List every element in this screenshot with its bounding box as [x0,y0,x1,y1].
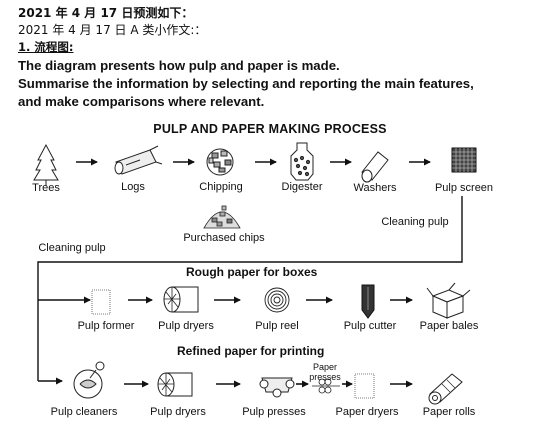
label-paper-bales: Paper bales [419,320,479,332]
pulp-dryer-icon-2 [157,372,193,397]
label-digester: Digester [281,181,323,193]
chipping-icon [206,148,234,176]
forecast-heading: 2021 年 4 月 17 日预测如下： [18,6,194,20]
pulp-cleaner-icon [73,361,105,399]
task-prompt: The diagram presents how pulp and paper … [18,57,474,111]
section-rough-paper: Rough paper for boxes [186,265,318,279]
label-trees: Trees [32,182,60,194]
tree-icon [33,143,59,186]
label-pulp-dryers: Pulp dryers [158,320,214,332]
section-heading: 1. 流程图: [18,40,74,54]
label-cleaning-pulp-right: Cleaning pulp [381,216,449,228]
purchased-chips-icon [203,205,241,229]
pulp-cutter-icon [361,284,375,319]
paper-bales-icon [426,282,471,319]
label-pulp-cleaners: Pulp cleaners [50,406,118,418]
label-pulp-former: Pulp former [77,320,135,332]
label-paper-presses-small: Paper presses [309,362,341,382]
prompt-line-3: and make comparisons where relevant. [18,94,265,109]
pulp-dryer-icon [163,286,199,313]
pulp-screen-icon [451,147,477,173]
paper-rolls-icon [428,373,463,405]
prompt-line-2: Summarise the information by selecting a… [18,76,474,91]
label-cleaning-pulp-left: Cleaning pulp [38,242,106,254]
digester-icon [290,142,314,181]
label-pulp-reel: Pulp reel [255,320,299,332]
label-paper-rolls: Paper rolls [422,406,476,418]
task-heading: 2021 年 4 月 17 日 A 类小作文:： [18,23,207,37]
paper-dryer-icon [354,373,375,399]
label-pulp-cutter: Pulp cutter [343,320,397,332]
label-washers: Washers [353,182,397,194]
label-pulp-screen: Pulp screen [434,182,494,194]
cleaning-connector [37,196,463,385]
diagram-title: PULP AND PAPER MAKING PROCESS [153,122,387,136]
logs-icon [114,145,163,175]
paper-press-icon [312,378,340,394]
pulp-press-icon [259,377,295,398]
label-purchased-chips: Purchased chips [183,232,265,244]
pulp-reel-icon [264,287,290,313]
section-refined-paper: Refined paper for printing [177,344,325,358]
prompt-line-1: The diagram presents how pulp and paper … [18,58,340,73]
washer-icon [361,151,389,183]
label-paper-dryers: Paper dryers [335,406,399,418]
label-pulp-presses: Pulp presses [242,406,306,418]
label-logs: Logs [121,181,145,193]
label-pulp-dryers-2: Pulp dryers [150,406,206,418]
label-chipping: Chipping [199,181,243,193]
pulp-former-icon [91,289,111,315]
